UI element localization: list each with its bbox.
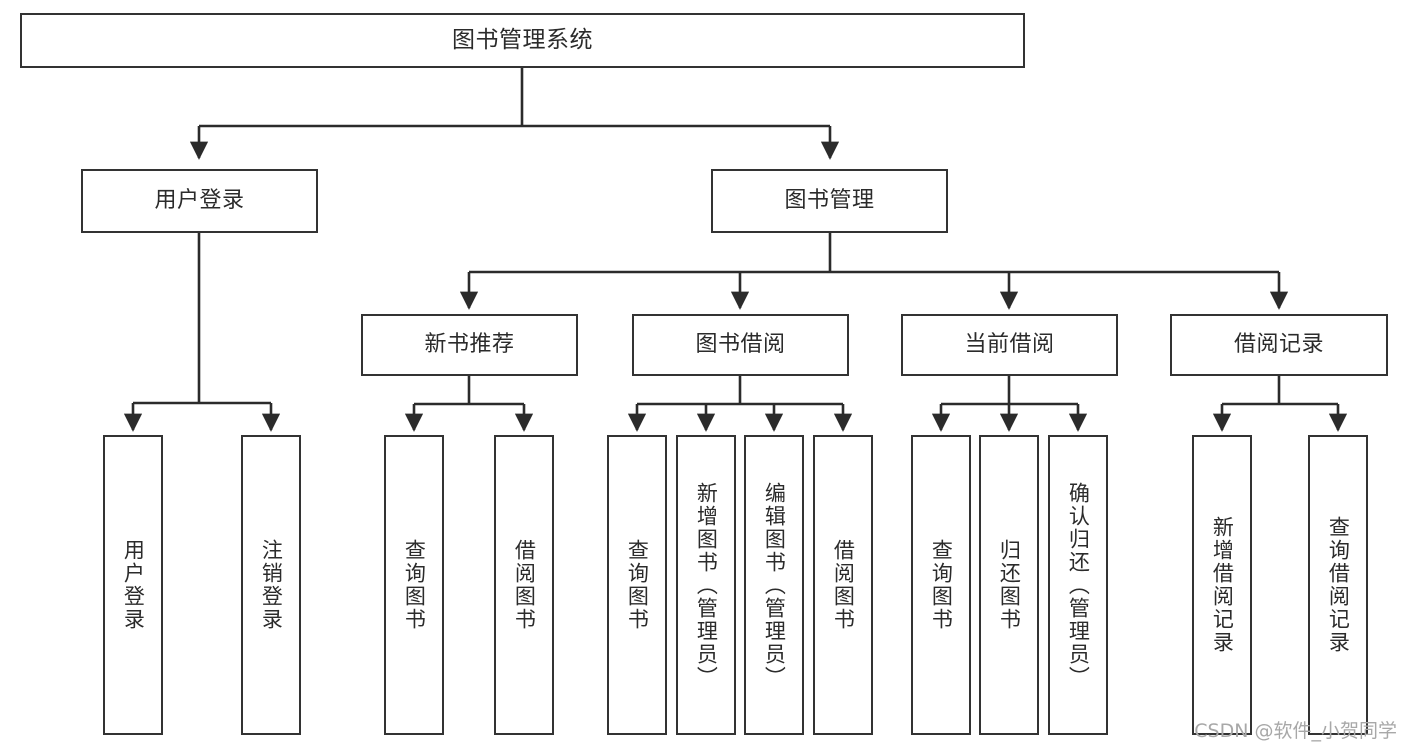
leaf-book-borrow-query-book[interactable]: 查询图书 (607, 435, 667, 735)
node-user-login[interactable]: 用户登录 (81, 169, 318, 233)
leaf-new-book-query-book[interactable]: 查询图书 (384, 435, 444, 735)
node-label: 编辑图书（管理员） (762, 481, 787, 689)
node-label: 图书管理系统 (452, 26, 593, 53)
leaf-book-borrow-add-book-admin[interactable]: 新增图书（管理员） (676, 435, 736, 735)
node-new-book-recommend[interactable]: 新书推荐 (361, 314, 578, 376)
leaf-borrow-records-add-record[interactable]: 新增借阅记录 (1192, 435, 1252, 735)
node-label: 用户登录 (154, 187, 245, 213)
watermark-text: CSDN @软件_小贺同学 (1194, 720, 1397, 742)
leaf-current-borrow-confirm-return-admin[interactable]: 确认归还（管理员） (1048, 435, 1108, 735)
node-label: 归还图书 (997, 539, 1022, 631)
leaf-book-borrow-borrow-book[interactable]: 借阅图书 (813, 435, 873, 735)
node-label: 借阅图书 (512, 539, 537, 631)
node-label: 当前借阅 (964, 331, 1055, 357)
node-label: 查询图书 (402, 539, 427, 631)
leaf-user-login-login[interactable]: 用户登录 (103, 435, 163, 735)
node-label: 查询借阅记录 (1326, 516, 1351, 654)
node-label: 用户登录 (121, 539, 146, 631)
node-label: 借阅图书 (831, 539, 856, 631)
node-label: 新增借阅记录 (1210, 516, 1235, 654)
leaf-new-book-borrow-book[interactable]: 借阅图书 (494, 435, 554, 735)
node-label: 借阅记录 (1233, 331, 1324, 357)
node-label: 确认归还（管理员） (1066, 481, 1091, 689)
node-label: 查询图书 (625, 539, 650, 631)
leaf-user-login-logout[interactable]: 注销登录 (241, 435, 301, 735)
node-book-management[interactable]: 图书管理 (711, 169, 948, 233)
node-root-book-management-system[interactable]: 图书管理系统 (20, 13, 1025, 68)
node-book-borrow[interactable]: 图书借阅 (632, 314, 849, 376)
leaf-current-borrow-query-book[interactable]: 查询图书 (911, 435, 971, 735)
node-label: 新增图书（管理员） (694, 481, 719, 689)
node-borrow-records[interactable]: 借阅记录 (1170, 314, 1388, 376)
node-label: 新书推荐 (424, 331, 515, 357)
node-label: 查询图书 (929, 539, 954, 631)
node-label: 图书管理 (784, 187, 875, 213)
node-current-borrow[interactable]: 当前借阅 (901, 314, 1118, 376)
leaf-current-borrow-return-book[interactable]: 归还图书 (979, 435, 1039, 735)
leaf-borrow-records-query-record[interactable]: 查询借阅记录 (1308, 435, 1368, 735)
node-label: 注销登录 (259, 539, 284, 631)
leaf-book-borrow-edit-book-admin[interactable]: 编辑图书（管理员） (744, 435, 804, 735)
node-label: 图书借阅 (695, 331, 786, 357)
